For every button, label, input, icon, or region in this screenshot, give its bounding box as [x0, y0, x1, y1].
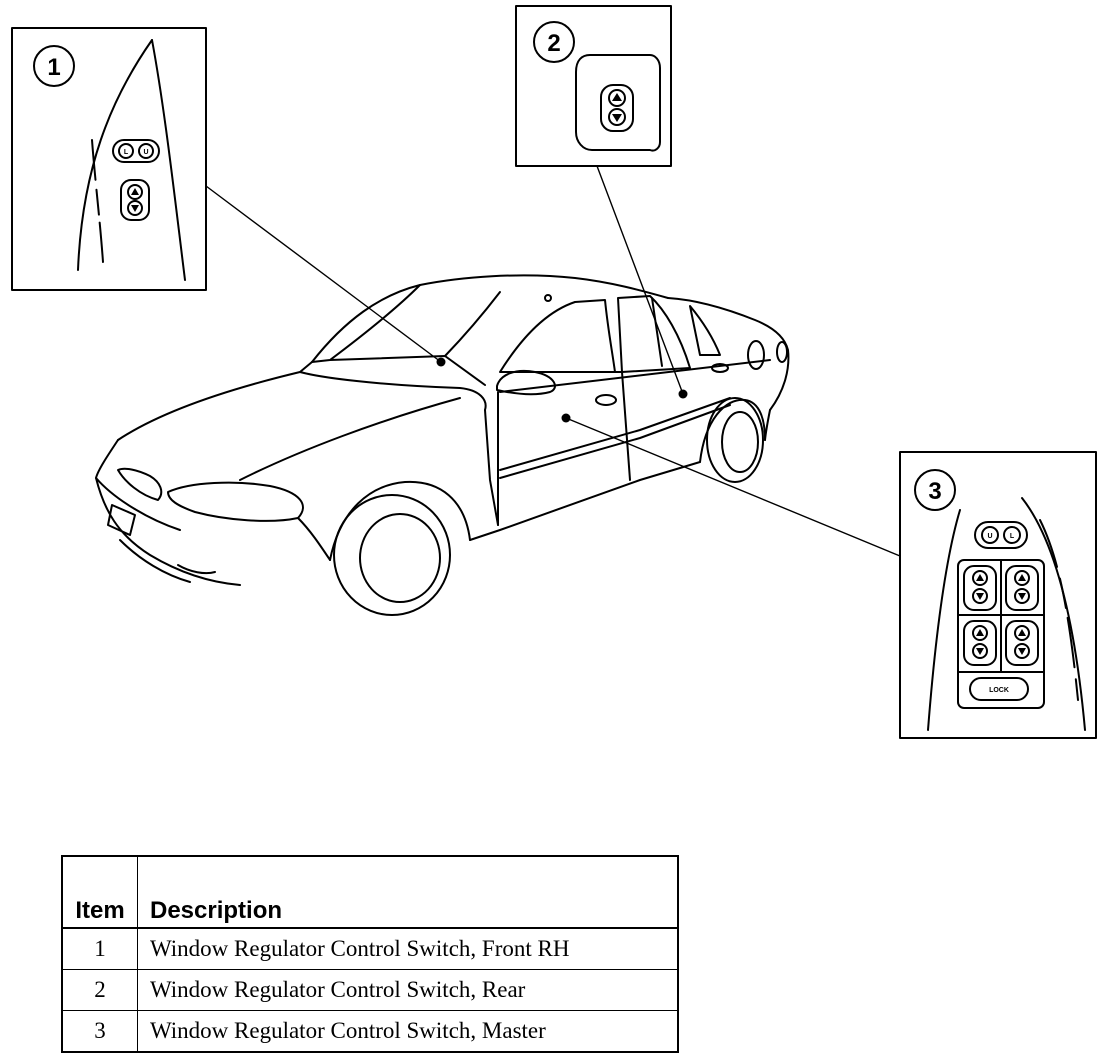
- car-front-window: [499, 299, 616, 373]
- car-door-handle-front: [595, 394, 617, 406]
- car-diagram: 1 2 3 L U U L LOCK: [11, 5, 1097, 739]
- window-switch-rear-bezel: [575, 54, 661, 152]
- car-headlight-left: [117, 467, 163, 501]
- callout-box-3: [899, 451, 1097, 739]
- car-roof: [311, 274, 669, 363]
- leader-line-3: [565, 417, 901, 557]
- leader-line-2: [596, 165, 684, 395]
- car-windshield: [311, 284, 486, 386]
- car-rear-window: [617, 295, 691, 373]
- legend-header-item: Item: [61, 855, 138, 929]
- car-headlight-right: [167, 481, 304, 522]
- window-switch-front-rh: [120, 179, 150, 221]
- legend-item-number: 1: [61, 927, 138, 970]
- legend-row: 1 Window Regulator Control Switch, Front…: [61, 927, 679, 970]
- callout-circle-3: [914, 469, 956, 511]
- callout-number-2: 2: [547, 30, 560, 57]
- switch-label-up-front: U: [143, 149, 148, 156]
- car-front-wheel: [333, 494, 451, 616]
- car-door-line-rear: [621, 371, 631, 481]
- callout-circle-1: [33, 45, 75, 87]
- leader-line-1: [205, 185, 442, 363]
- master-switch-front-right: [1005, 565, 1039, 611]
- legend-item-description: Window Regulator Control Switch, Rear: [137, 969, 679, 1011]
- car-door-handle-rear: [711, 363, 729, 373]
- master-switch-rear-left: [963, 620, 997, 666]
- car-mirror: [496, 369, 556, 396]
- legend-header-row: Item Description: [61, 855, 679, 929]
- switch-label-left-master: L: [1010, 533, 1015, 540]
- master-switch-front-left: [963, 565, 997, 611]
- switch-label-up-master: U: [987, 533, 992, 540]
- callout-circle-2: [533, 21, 575, 63]
- car-rear-wheel: [706, 397, 764, 483]
- callout-number-1: 1: [47, 54, 60, 81]
- switch-label-left-front: L: [124, 149, 129, 156]
- callout-box-2: [515, 5, 672, 167]
- window-lock-button: [969, 677, 1029, 701]
- legend-item-number: 2: [61, 969, 138, 1011]
- callout-box-1: [11, 27, 207, 291]
- car-quarter-window: [689, 305, 721, 356]
- legend-item-description: Window Regulator Control Switch, Master: [137, 1010, 679, 1053]
- lock-unlock-switch-front: [112, 139, 160, 163]
- window-switch-rear: [600, 84, 634, 132]
- legend-item-description: Window Regulator Control Switch, Front R…: [137, 927, 679, 970]
- callout-number-3: 3: [928, 478, 941, 505]
- lock-button-label: LOCK: [989, 687, 1009, 694]
- lock-unlock-switch-master: [974, 521, 1028, 549]
- legend-table: Item Description 1 Window Regulator Cont…: [61, 855, 679, 1053]
- legend-header-description: Description: [137, 855, 679, 929]
- legend-item-number: 3: [61, 1010, 138, 1053]
- legend-row: 2 Window Regulator Control Switch, Rear: [61, 969, 679, 1011]
- leader-lines: [205, 165, 901, 557]
- car-hood: [117, 361, 313, 441]
- master-switch-rear-right: [1005, 620, 1039, 666]
- car-illustration: [95, 274, 790, 616]
- car-front-bumper: [95, 439, 241, 586]
- legend-row: 3 Window Regulator Control Switch, Maste…: [61, 1010, 679, 1053]
